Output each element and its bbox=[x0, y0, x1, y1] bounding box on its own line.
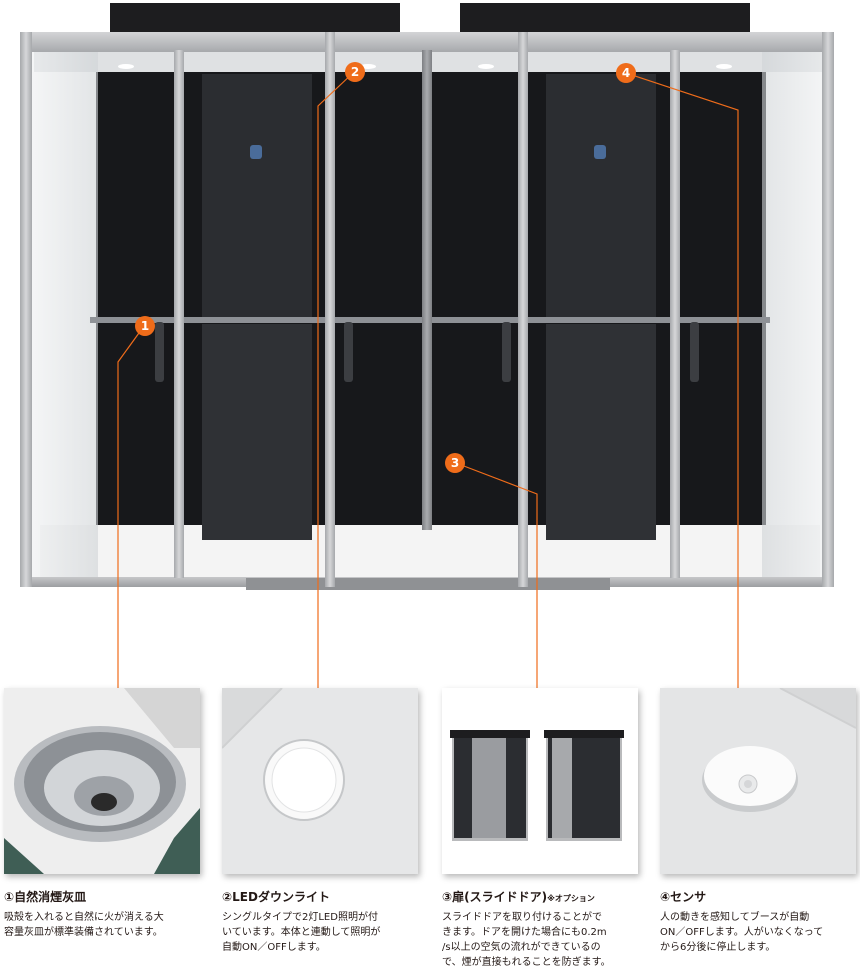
frame-post-7 bbox=[822, 32, 834, 587]
downlight-3 bbox=[478, 64, 494, 69]
air-cleaner-right-lower bbox=[546, 324, 656, 540]
downlight-2 bbox=[360, 64, 376, 69]
frame-post-2 bbox=[174, 50, 184, 578]
frame-post-4 bbox=[422, 50, 432, 530]
frame-post-6 bbox=[670, 50, 680, 578]
ashtray-stand-4 bbox=[690, 322, 699, 382]
feature-title: ④センサ bbox=[660, 890, 707, 904]
feature-description: スライドドアを取り付けることがで きます。ドアを開けた場合にも0.2m /s以上… bbox=[442, 912, 611, 966]
feature-description: 人の動きを感知してブースが自動 ON／OFFします。人がいなくなって から6分後… bbox=[660, 912, 824, 953]
roof-unit-left bbox=[110, 3, 400, 33]
feature-description: 吸殻を入れると自然に火が消える大 容量灰皿が標準装備されています。 bbox=[4, 912, 164, 938]
downlight-photo bbox=[222, 688, 418, 874]
feature-sensor: ④センサ 人の動きを感知してブースが自動 ON／OFFします。人がいなくなって … bbox=[660, 688, 856, 955]
sliding-door-icon bbox=[442, 688, 638, 874]
ashtray-icon bbox=[4, 688, 200, 874]
smoking-booth-photo bbox=[20, 3, 834, 590]
left-glass-wall bbox=[30, 52, 98, 578]
feature-title: ③扉(スライドドア)※オプション bbox=[442, 890, 595, 904]
frame-post-5 bbox=[518, 32, 528, 587]
motion-sensor-icon bbox=[660, 688, 856, 874]
sensor-photo bbox=[660, 688, 856, 874]
feature-description: シングルタイプで2灯LED照明が付 いています。本体と連動して照明が 自動ON／… bbox=[222, 912, 381, 953]
ashtray-stand-2 bbox=[344, 322, 353, 382]
logo-mark-left bbox=[250, 145, 262, 159]
ashtray-stand-3 bbox=[502, 322, 511, 382]
ashtray-stand-1 bbox=[155, 322, 164, 382]
door-track bbox=[246, 578, 610, 590]
booth-floor bbox=[40, 525, 820, 577]
downlight-icon bbox=[222, 688, 418, 874]
roof-unit-right bbox=[460, 3, 750, 33]
sliding-door-photo bbox=[442, 688, 638, 874]
air-cleaner-left-lower bbox=[202, 324, 312, 540]
feature-title: ②LEDダウンライト bbox=[222, 890, 330, 904]
downlight-1 bbox=[118, 64, 134, 69]
ashtray-photo bbox=[4, 688, 200, 874]
feature-title: ①自然消煙灰皿 bbox=[4, 890, 87, 904]
frame-top-beam bbox=[20, 32, 832, 52]
marker-2: 2 bbox=[345, 62, 365, 82]
right-glass-wall bbox=[762, 52, 828, 578]
marker-3: 3 bbox=[445, 453, 465, 473]
air-cleaner-left-upper bbox=[202, 74, 312, 318]
marker-1: 1 bbox=[135, 316, 155, 336]
feature-ashtray: ①自然消煙灰皿 吸殻を入れると自然に火が消える大 容量灰皿が標準装備されています… bbox=[4, 688, 200, 940]
frame-post-1 bbox=[20, 32, 32, 587]
frame-post-3 bbox=[325, 32, 335, 587]
air-cleaner-right-upper bbox=[546, 74, 656, 318]
downlight-4 bbox=[716, 64, 732, 69]
marker-4: 4 bbox=[616, 63, 636, 83]
logo-mark-right bbox=[594, 145, 606, 159]
feature-led-downlight: ②LEDダウンライト シングルタイプで2灯LED照明が付 いています。本体と連動… bbox=[222, 688, 418, 955]
feature-sliding-door: ③扉(スライドドア)※オプション スライドドアを取り付けることがで きます。ドア… bbox=[442, 688, 638, 966]
